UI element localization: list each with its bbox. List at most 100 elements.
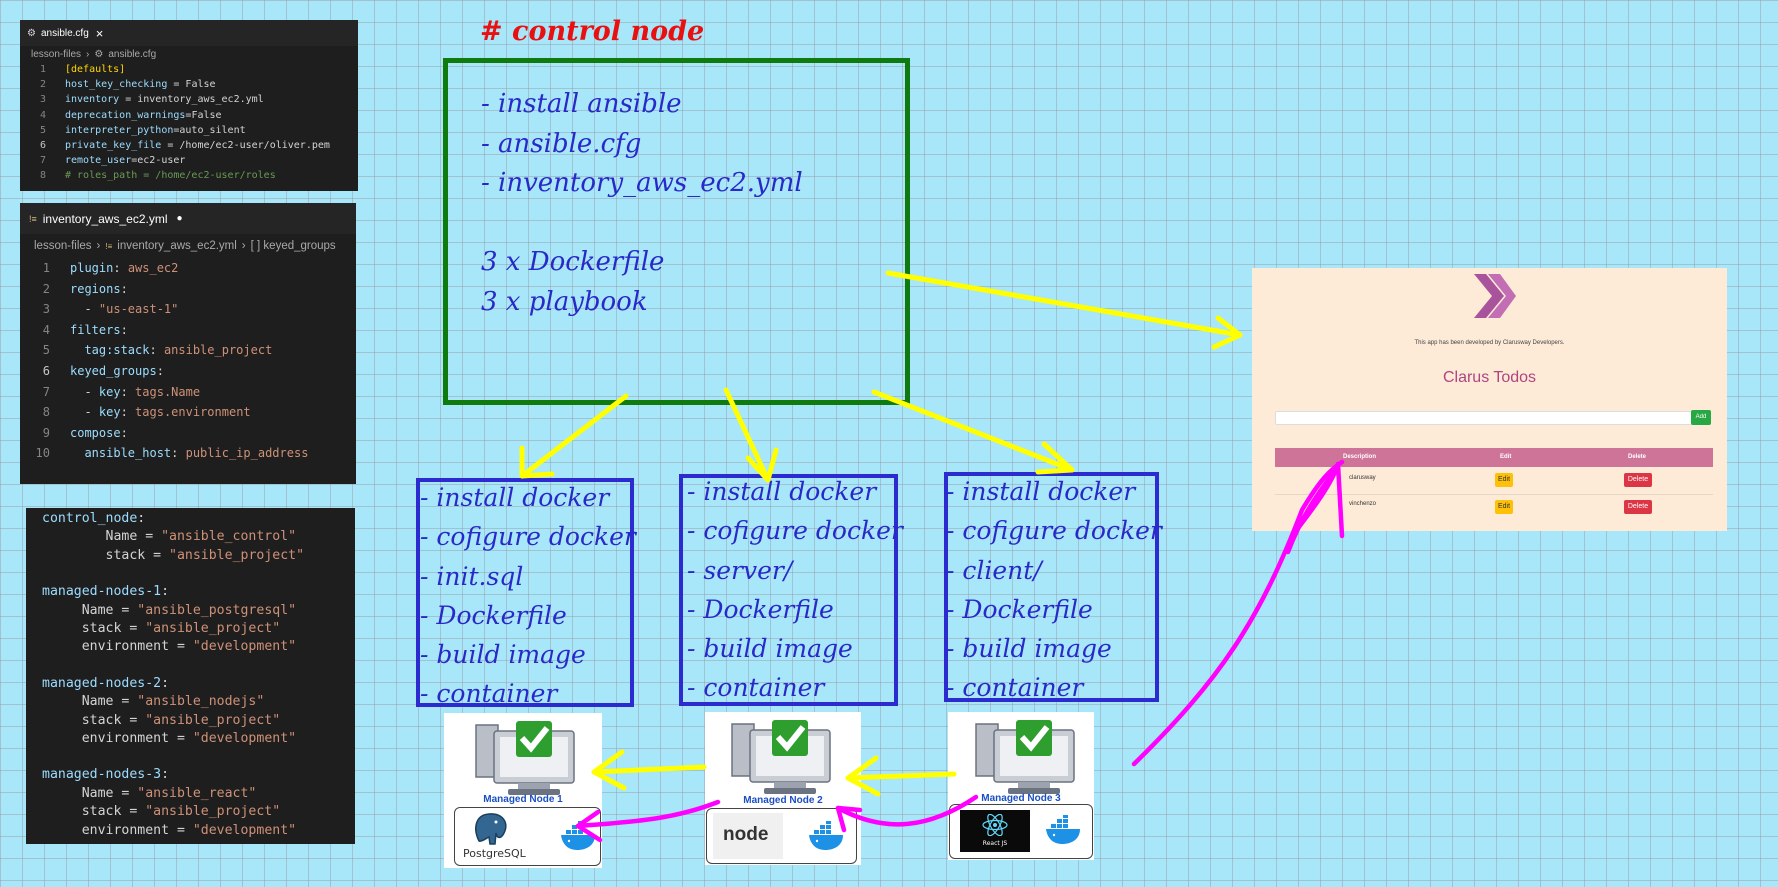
code-token: : xyxy=(161,675,170,691)
node-2-task-box xyxy=(679,474,898,706)
code-line[interactable]: environment = "development" xyxy=(26,638,355,656)
code-line[interactable]: managed-nodes-3: xyxy=(26,766,355,784)
node-1-task-box xyxy=(416,478,634,707)
yaml-file-icon: !≡ xyxy=(29,213,37,224)
control-node-title: # control node xyxy=(480,16,705,47)
code-token: - xyxy=(70,302,99,317)
code-lines[interactable]: control_node: Name = "ansible_control" s… xyxy=(26,508,355,840)
arrow-node-2-to-node-1 xyxy=(591,749,707,791)
delete-button[interactable]: Delete xyxy=(1624,473,1652,487)
node-2-tasks: - install docker - cofigure docker - ser… xyxy=(687,472,903,708)
code-line[interactable]: Name = "ansible_nodejs" xyxy=(26,693,355,711)
code-line[interactable]: 1[defaults] xyxy=(20,62,358,77)
code-line[interactable]: environment = "development" xyxy=(26,730,355,748)
code-line[interactable] xyxy=(26,565,355,583)
code-token: "ansible_project" xyxy=(145,621,281,637)
task-item: - cofigure docker xyxy=(420,522,636,552)
code-line[interactable]: 5 tag:stack: ansible_project xyxy=(20,340,356,361)
code-line[interactable]: Name = "ansible_control" xyxy=(26,528,355,546)
code-line[interactable]: control_node: xyxy=(26,510,355,528)
instance-tags-panel: control_node: Name = "ansible_control" s… xyxy=(26,508,355,844)
node-label: Managed Node 2 xyxy=(743,795,823,806)
breadcrumb-file[interactable]: ansible.cfg xyxy=(108,48,157,60)
line-number: 3 xyxy=(42,302,50,317)
code-line[interactable]: Name = "ansible_postgresql" xyxy=(26,602,355,620)
code-line[interactable]: Name = "ansible_react" xyxy=(26,785,355,803)
code-line[interactable]: stack = "ansible_project" xyxy=(26,712,355,730)
gear-icon: ⚙ xyxy=(27,27,36,39)
breadcrumb: lesson-files › ⚙ ansible.cfg xyxy=(20,46,358,62)
code-token: environment = xyxy=(42,731,193,747)
code-token: ansible_project xyxy=(163,343,273,358)
code-line[interactable]: stack = "ansible_project" xyxy=(26,803,355,821)
code-line[interactable]: 10 ansible_host: public_ip_address xyxy=(20,443,356,464)
code-line[interactable]: managed-nodes-1: xyxy=(26,583,355,601)
yaml-file-icon: !≡ xyxy=(105,241,113,251)
code-line[interactable]: 8 - key: tags.environment xyxy=(20,402,356,423)
arrow-node-3-to-node-2 xyxy=(845,755,957,797)
line-number: 4 xyxy=(42,322,50,337)
task-item: 3 x playbook xyxy=(481,286,648,317)
code-line[interactable] xyxy=(26,657,355,675)
code-token: : xyxy=(120,384,136,399)
code-token: plugin xyxy=(70,261,114,275)
line-number: 1 xyxy=(39,64,46,75)
task-item: - container xyxy=(687,673,825,703)
tech-stack-box: node xyxy=(706,808,857,864)
line-number: 4 xyxy=(39,109,46,121)
delete-button[interactable]: Delete xyxy=(1624,500,1652,514)
code-token: environment = xyxy=(42,639,193,655)
code-line[interactable]: managed-nodes-2: xyxy=(26,675,355,693)
inventory-tab-title[interactable]: inventory_aws_ec2.yml xyxy=(42,211,168,226)
code-token: : xyxy=(149,343,164,358)
code-token: regions xyxy=(70,281,121,296)
line-number: 5 xyxy=(39,124,46,136)
managed-node-1: Managed Node 1 PostgreSQL xyxy=(444,713,602,868)
code-token: : xyxy=(120,405,136,420)
breadcrumb-folder[interactable]: lesson-files xyxy=(31,48,82,60)
breadcrumb-symbol[interactable]: [ ] keyed_groups xyxy=(250,240,336,252)
code-line[interactable]: 8# roles_path = /home/ec2-user/roles xyxy=(20,168,358,183)
code-token: = inventory_aws_ec2.yml xyxy=(119,94,264,106)
code-line[interactable]: stack = "ansible_project" xyxy=(26,547,355,565)
code-token: ansible_host xyxy=(84,446,172,461)
line-number: 2 xyxy=(39,79,46,91)
server-check-icon xyxy=(731,720,831,794)
docker-whale-icon xyxy=(1046,815,1080,844)
ansible-cfg-tab-title[interactable]: ansible.cfg xyxy=(40,27,89,39)
code-token: = False xyxy=(167,79,216,91)
edit-button[interactable]: Edit xyxy=(1495,500,1513,514)
code-line[interactable] xyxy=(26,748,355,766)
todo-description: vinchenzo xyxy=(1349,501,1377,507)
code-line[interactable]: 7 - key: tags.Name xyxy=(20,382,356,403)
line-number: 8 xyxy=(42,405,50,420)
breadcrumb-folder[interactable]: lesson-files xyxy=(34,240,92,252)
code-line[interactable]: environment = "development" xyxy=(26,822,355,840)
breadcrumb-file[interactable]: inventory_aws_ec2.yml xyxy=(117,240,237,252)
code-token: "ansible_project" xyxy=(145,804,281,820)
task-item: - install docker xyxy=(946,477,1136,506)
task-item: - cofigure docker xyxy=(687,516,903,546)
edit-button[interactable]: Edit xyxy=(1495,473,1513,487)
code-line[interactable]: stack = "ansible_project" xyxy=(26,620,355,638)
code-token: stack = xyxy=(42,712,146,728)
managed-node-3: Managed Node 3 React JS xyxy=(948,712,1094,860)
add-button[interactable]: Add xyxy=(1691,410,1711,425)
close-icon[interactable]: × xyxy=(95,25,104,41)
tech-label: React JS xyxy=(982,840,1008,847)
code-line[interactable]: 3 - "us-east-1" xyxy=(20,299,356,320)
todo-input[interactable] xyxy=(1275,411,1693,425)
